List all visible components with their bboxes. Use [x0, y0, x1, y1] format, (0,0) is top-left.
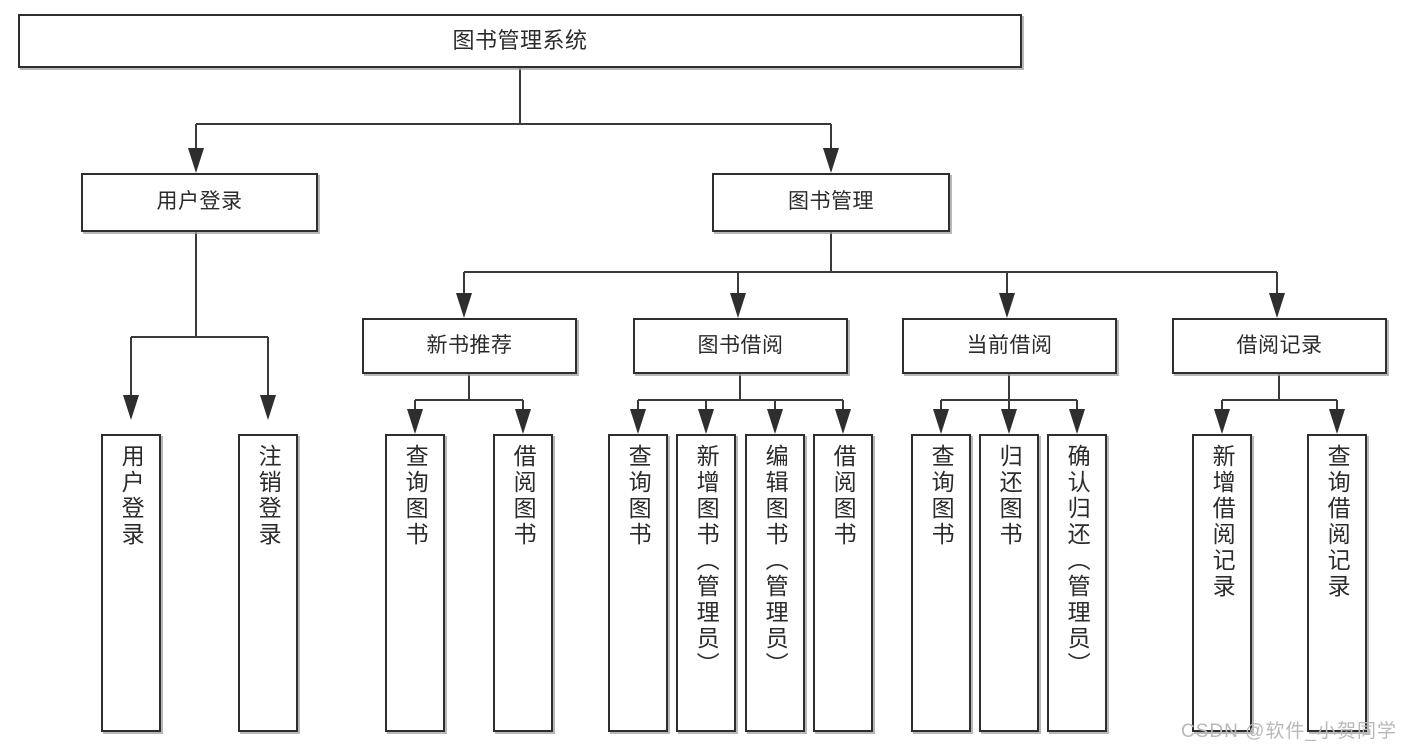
leaf-user-login[interactable]: 用户登录: [101, 434, 161, 732]
node-label: 图书借阅: [697, 333, 784, 357]
node-label: 查询图书: [928, 444, 955, 548]
leaf-add-book-admin[interactable]: 新增图书（管理员）: [676, 434, 736, 732]
leaf-confirm-return-admin[interactable]: 确认归还（管理员）: [1047, 434, 1107, 732]
leaf-query-books-recommend[interactable]: 查询图书: [385, 434, 445, 732]
leaf-query-books-borrow[interactable]: 查询图书: [608, 434, 668, 732]
node-book-management[interactable]: 图书管理: [712, 173, 950, 232]
leaf-query-borrow-record[interactable]: 查询借阅记录: [1307, 434, 1367, 732]
watermark-text: CSDN @软件_小贺同学: [1181, 721, 1397, 742]
leaf-borrow-book[interactable]: 借阅图书: [813, 434, 873, 732]
node-root-book-management-system[interactable]: 图书管理系统: [18, 14, 1022, 68]
node-current-borrowing[interactable]: 当前借阅: [902, 318, 1117, 374]
node-book-borrowing[interactable]: 图书借阅: [633, 318, 848, 374]
node-user-login[interactable]: 用户登录: [81, 173, 318, 232]
node-label: 查询图书: [402, 444, 429, 548]
node-label: 图书管理: [788, 190, 874, 214]
leaf-add-borrow-record[interactable]: 新增借阅记录: [1192, 434, 1252, 732]
node-label: 新增图书（管理员）: [693, 444, 720, 678]
leaf-logout[interactable]: 注销登录: [238, 434, 298, 732]
node-label: 归还图书: [996, 444, 1023, 548]
leaf-query-books-current[interactable]: 查询图书: [911, 434, 971, 732]
node-label: 用户登录: [118, 444, 145, 548]
node-label: 新增借阅记录: [1209, 444, 1236, 600]
node-label: 借阅记录: [1236, 333, 1323, 357]
leaf-return-book[interactable]: 归还图书: [979, 434, 1039, 732]
node-new-book-recommendation[interactable]: 新书推荐: [362, 318, 577, 374]
node-label: 借阅图书: [510, 444, 537, 548]
node-label: 注销登录: [255, 444, 282, 548]
leaf-borrow-books-recommend[interactable]: 借阅图书: [493, 434, 553, 732]
node-label: 借阅图书: [830, 444, 857, 548]
leaf-edit-book-admin[interactable]: 编辑图书（管理员）: [745, 434, 805, 732]
node-label: 查询图书: [625, 444, 652, 548]
node-label: 用户登录: [156, 190, 243, 214]
node-label: 当前借阅: [966, 333, 1053, 357]
node-label: 查询借阅记录: [1324, 444, 1351, 600]
node-label: 图书管理系统: [452, 28, 588, 54]
node-label: 确认归还（管理员）: [1064, 444, 1091, 678]
node-label: 编辑图书（管理员）: [762, 444, 789, 678]
node-borrowing-records[interactable]: 借阅记录: [1172, 318, 1387, 374]
node-label: 新书推荐: [426, 333, 513, 357]
